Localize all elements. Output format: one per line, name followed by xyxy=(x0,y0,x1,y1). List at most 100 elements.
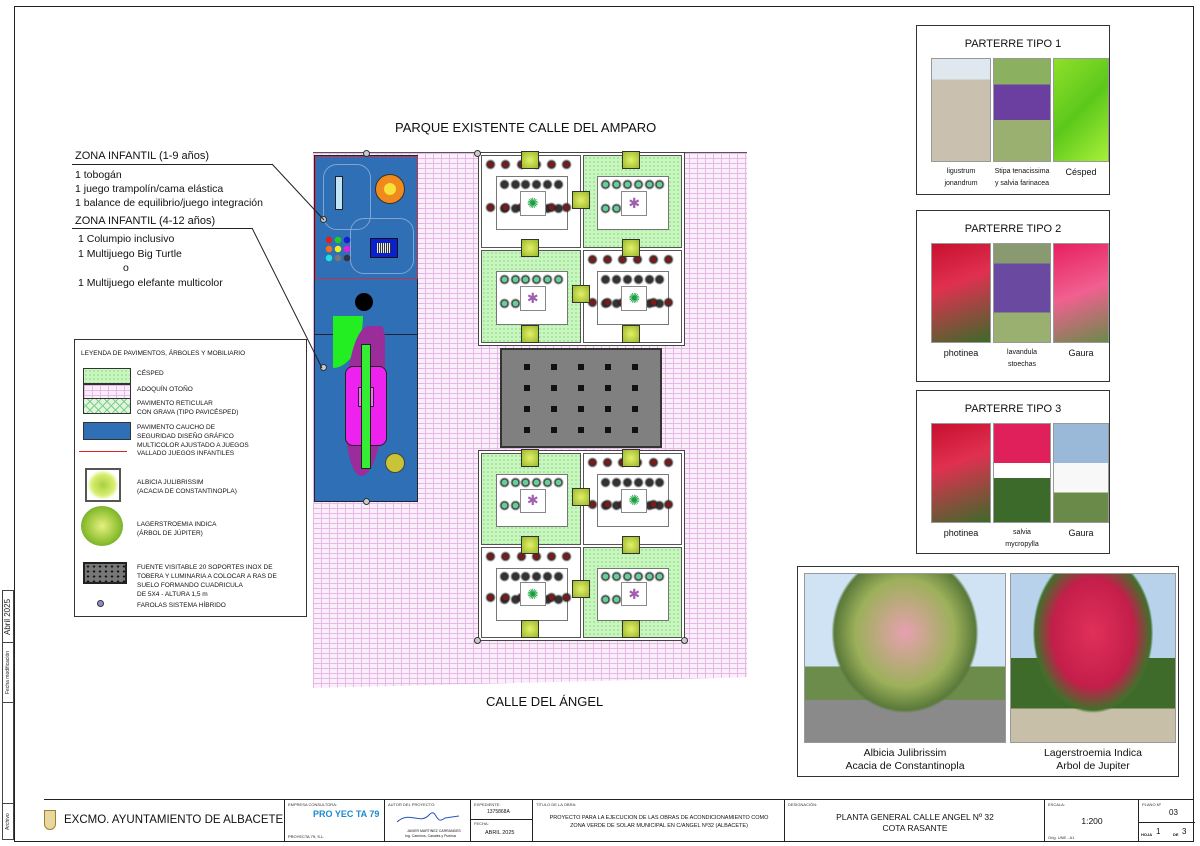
legend: LEYENDA DE PAVIMENTOS, ÁRBOLES Y MOBILIA… xyxy=(74,339,307,617)
side-strip: Abril 2025 Fecha modificación Archivo xyxy=(2,590,14,840)
fecha: ABRIL 2025 xyxy=(485,830,515,836)
tree-icon xyxy=(571,580,590,599)
shrub-icon xyxy=(611,593,623,605)
plant-photo xyxy=(993,423,1051,523)
fountain-jet xyxy=(632,427,638,433)
legend-label-lager: LAGERSTROEMIA INDICA (ÁRBOL DE JÚPITER) xyxy=(137,521,217,537)
top-street-label: PARQUE EXISTENTE CALLE DEL AMPARO xyxy=(395,120,657,135)
fountain-jet xyxy=(551,406,557,412)
legend-swatch-cobble xyxy=(83,384,131,400)
lamp-icon xyxy=(474,150,481,157)
autor-name: JAVIER MARTINEZ CARRANDES xyxy=(407,829,461,833)
zone-2-item: 1 Multijuego elefante multicolor xyxy=(78,276,223,289)
shrub-icon xyxy=(542,477,554,489)
plano-number: 03 xyxy=(1169,808,1178,817)
zone-2-item: 1 Multijuego Big Turtle xyxy=(78,247,182,260)
lamp-icon xyxy=(97,600,104,607)
shrub-icon xyxy=(611,274,623,286)
parterre-title: PARTERRE TIPO 3 xyxy=(964,403,1062,415)
plant-photo xyxy=(931,423,991,523)
tree-icon xyxy=(520,620,539,638)
parterre-panel-tipo-1: PARTERRE TIPO 1 ligustrum jonandrum Stip… xyxy=(916,25,1110,195)
shrub-icon xyxy=(546,201,557,213)
slide-icon xyxy=(335,176,343,210)
shrub-icon xyxy=(561,592,573,604)
legend-label-lamp: FAROLAS SISTEMA HÍBRIDO xyxy=(137,602,226,609)
shrub-icon xyxy=(542,570,554,582)
plant-name: photinea xyxy=(943,528,979,538)
fountain-jet xyxy=(605,406,611,412)
de: 3 xyxy=(1182,827,1187,836)
plano-label: PLANO Nº xyxy=(1142,802,1162,807)
autor-label: AUTOR DEL PROYECTO: xyxy=(388,802,436,807)
fountain-jet xyxy=(551,385,557,391)
shrub-icon xyxy=(601,498,613,510)
fountain-jet xyxy=(551,427,557,433)
designacion-1: PLANTA GENERAL CALLE ANGEL Nº 32 xyxy=(836,812,994,822)
tree-icon xyxy=(520,151,539,169)
fountain-jet xyxy=(632,406,638,412)
shrub-icon xyxy=(600,477,612,489)
shrub-icon xyxy=(509,202,521,214)
shrub-icon xyxy=(498,570,510,582)
tree-icon xyxy=(622,620,641,638)
shrub-icon xyxy=(600,570,612,582)
parterre-tipo-1: ✺ xyxy=(481,155,581,248)
tree-icon xyxy=(622,151,641,169)
shrub-icon xyxy=(531,274,543,286)
tree-icon xyxy=(571,487,590,506)
tree-icon xyxy=(571,284,590,303)
plant-photo xyxy=(1053,243,1109,343)
parterre-tipo-2: ✱ xyxy=(582,155,682,248)
shrub-icon xyxy=(515,550,527,562)
tree-icon xyxy=(622,449,641,467)
shrub-icon xyxy=(600,274,612,286)
shrub-icon xyxy=(546,550,557,562)
zone-1-item: 1 juego trampolín/cama elástica xyxy=(75,183,224,195)
shrub-icon xyxy=(552,477,564,489)
ligustrum-icon: ✺ xyxy=(621,488,648,513)
shrub-icon xyxy=(601,457,613,468)
shrub-icon xyxy=(485,550,496,562)
shrub-icon xyxy=(647,254,659,265)
shrub-icon xyxy=(654,500,666,511)
plant-photo xyxy=(931,243,991,343)
shrub-icon xyxy=(586,457,598,468)
tree-photos-panel: Albicia Julibrissim Acacia de Constantin… xyxy=(797,566,1179,777)
shrub-icon xyxy=(600,179,612,191)
shrub-icon xyxy=(546,159,557,170)
legend-swatch-grid xyxy=(83,398,131,414)
plant-name: Gaura xyxy=(1068,528,1094,538)
shrub-icon xyxy=(552,274,564,286)
fountain-jet xyxy=(632,364,638,370)
shrub-icon xyxy=(611,179,623,191)
ligustrum-icon: ✺ xyxy=(519,582,546,607)
autor-title: Ing. Caminos, Canales y Puertos xyxy=(405,834,457,838)
plant-name: salvia mycropylla xyxy=(1005,529,1039,548)
title-block: EXCMO. AYUNTAMIENTO DE ALBACETE EMPRESA … xyxy=(44,799,1195,842)
legend-label-grass: CÉSPED xyxy=(137,370,164,377)
shrub-icon xyxy=(531,570,543,582)
shrub-icon xyxy=(632,274,644,286)
trampoline-icon xyxy=(375,174,405,204)
salvia-icon: ✱ xyxy=(519,286,546,311)
lagerstroemia-photo xyxy=(1010,573,1176,743)
shrub-icon xyxy=(643,179,655,191)
shrub-icon xyxy=(586,296,598,308)
shrub-icon xyxy=(643,477,655,489)
shrub-icon xyxy=(601,296,613,308)
legend-swatch-fence xyxy=(79,451,127,452)
shrub-icon xyxy=(498,477,510,489)
shrub-icon xyxy=(500,592,512,604)
legend-label-cobble: ADOQUÍN OTOÑO xyxy=(137,386,193,393)
legend-label-fountain: FUENTE VISITABLE 20 SOPORTES INOX DE TOB… xyxy=(137,564,277,598)
plant-photo xyxy=(931,58,991,162)
zone-1-item: 1 tobogán xyxy=(75,169,122,181)
tree-icon xyxy=(520,535,539,554)
shrub-icon xyxy=(586,254,598,265)
albizia-photo xyxy=(804,573,1006,743)
tree-icon xyxy=(571,190,590,209)
legend-label-grid: PAVIMENTO RETICULAR CON GRAVA (TIPO PAVI… xyxy=(137,400,239,416)
shrub-icon xyxy=(520,477,532,489)
